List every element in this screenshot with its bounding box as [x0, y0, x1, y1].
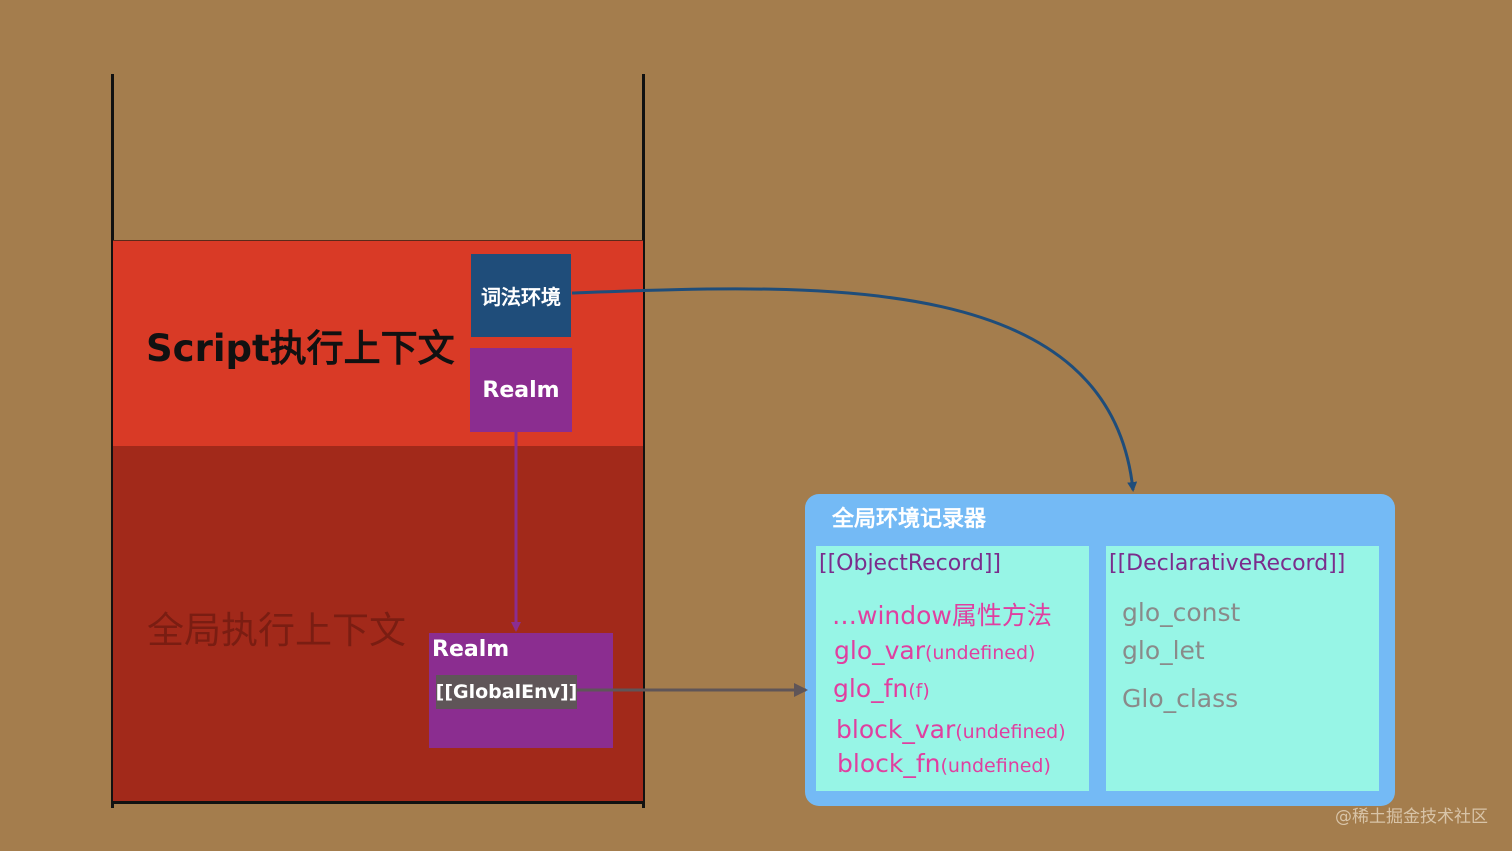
- item-note: (undefined): [925, 642, 1036, 664]
- item-name: …window属性方法: [832, 601, 1052, 630]
- declarative-record-item: glo_const: [1122, 598, 1241, 627]
- env-record-title: 全局环境记录器: [832, 507, 987, 532]
- item-note: (f): [908, 680, 930, 702]
- declarative-record-box: [[DeclarativeRecord]] glo_const glo_let …: [1106, 546, 1379, 791]
- item-name: block_var: [836, 715, 956, 744]
- object-record-item: block_var(undefined): [836, 715, 1066, 744]
- declarative-record-item: Glo_class: [1122, 684, 1239, 713]
- object-record-item: …window属性方法: [832, 596, 1052, 632]
- item-note: (undefined): [940, 755, 1051, 777]
- watermark: @稀土掘金技术社区: [1335, 807, 1488, 827]
- global-realm-label: Realm: [432, 637, 510, 662]
- declarative-record-item: glo_let: [1122, 636, 1205, 665]
- global-environment-record: 全局环境记录器 [[ObjectRecord]] …window属性方法 glo…: [805, 494, 1395, 806]
- object-record-item: block_fn(undefined): [837, 749, 1051, 778]
- object-record-item: glo_fn(f): [833, 674, 930, 703]
- global-context-label: 全局执行上下文: [147, 609, 406, 652]
- item-name: glo_var: [834, 636, 926, 665]
- stack-left-wall: [111, 74, 114, 808]
- declarative-record-header: [[DeclarativeRecord]]: [1109, 551, 1346, 576]
- object-record-header: [[ObjectRecord]]: [819, 551, 1001, 576]
- item-name: glo_fn: [833, 674, 909, 703]
- object-record-box: [[ObjectRecord]] …window属性方法 glo_var(und…: [816, 546, 1089, 791]
- item-name: block_fn: [837, 749, 941, 778]
- script-realm-box: Realm: [470, 348, 572, 432]
- item-note: (undefined): [955, 721, 1066, 743]
- global-env-slot: [[GlobalEnv]]: [436, 675, 577, 709]
- stack-bottom: [111, 801, 645, 804]
- script-context-label: Script执行上下文: [146, 327, 455, 370]
- lexical-environment-box: 词法环境: [471, 254, 571, 337]
- object-record-item: glo_var(undefined): [834, 636, 1035, 665]
- global-realm-box: Realm [[GlobalEnv]]: [429, 633, 613, 748]
- stack-right-wall: [642, 74, 645, 808]
- lexical-env-arrow: [571, 287, 1138, 492]
